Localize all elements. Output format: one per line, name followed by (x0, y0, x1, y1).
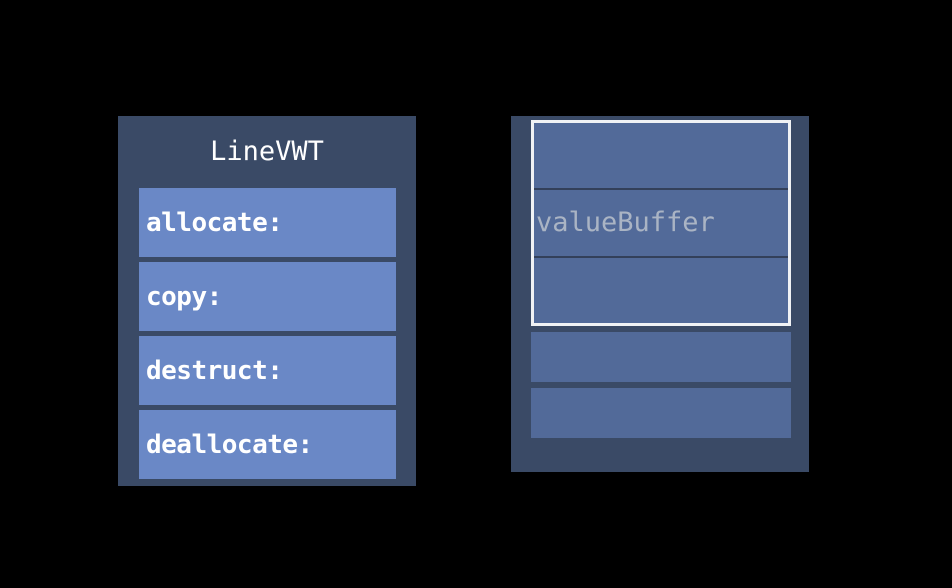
vwt-panel: LineVWT allocate: copy: destruct: deallo… (118, 116, 416, 486)
vwt-row-label: deallocate: (146, 429, 313, 460)
value-buffer-cell-middle[interactable]: valueBuffer (534, 190, 788, 258)
value-buffer-cell-bottom[interactable] (534, 257, 788, 323)
vwt-row-label: copy: (146, 281, 222, 312)
vwt-row-allocate[interactable]: allocate: (139, 188, 396, 257)
storage-panel: valueBuffer (511, 116, 809, 472)
value-buffer-cell-top[interactable] (534, 123, 788, 191)
storage-slot[interactable] (531, 388, 791, 438)
storage-slot-list (531, 332, 791, 438)
vwt-row-copy[interactable]: copy: (139, 262, 396, 331)
vwt-row-deallocate[interactable]: deallocate: (139, 410, 396, 479)
vwt-panel-title: LineVWT (210, 136, 324, 167)
value-buffer-group[interactable]: valueBuffer (531, 120, 791, 326)
value-buffer-label: valueBuffer (536, 207, 715, 239)
vwt-row-list: allocate: copy: destruct: deallocate: (139, 188, 396, 479)
vwt-row-label: destruct: (146, 355, 283, 386)
vwt-row-label: allocate: (146, 207, 283, 238)
storage-slot[interactable] (531, 332, 791, 382)
vwt-row-destruct[interactable]: destruct: (139, 336, 396, 405)
